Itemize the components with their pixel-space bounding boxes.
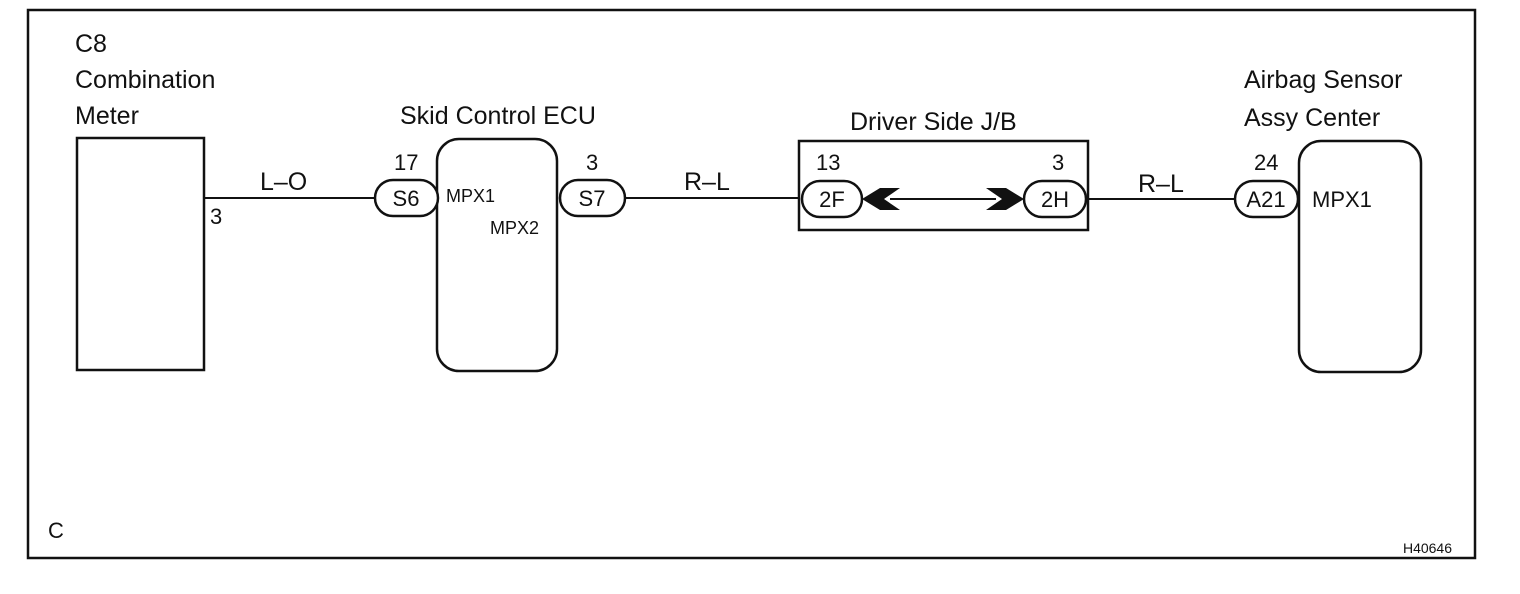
meter-name-line1: Combination xyxy=(75,66,215,94)
wire-3-color: R–L xyxy=(1138,170,1184,198)
airbag-name-line2: Assy Center xyxy=(1244,104,1380,132)
connector-arrow-left-icon xyxy=(862,188,900,210)
corner-label: C xyxy=(48,518,64,543)
s6-pin: 17 xyxy=(394,150,418,175)
2h-pin: 3 xyxy=(1052,150,1064,175)
airbag-name-line1: Airbag Sensor xyxy=(1244,66,1402,94)
ecu-terminal-mpx1: MPX1 xyxy=(446,186,495,206)
skid-ecu-name: Skid Control ECU xyxy=(400,102,596,130)
connector-s6 xyxy=(373,178,440,218)
figure-code: H40646 xyxy=(1403,540,1452,556)
connector-a21-label: A21 xyxy=(1246,187,1285,212)
connector-2h-label: 2H xyxy=(1041,187,1069,212)
meter-pin: 3 xyxy=(210,204,222,229)
2f-pin: 13 xyxy=(816,150,840,175)
s7-pin: 3 xyxy=(586,150,598,175)
connector-s6-label: S6 xyxy=(393,186,420,211)
skid-control-ecu-box xyxy=(435,137,559,373)
wire-2-color: R–L xyxy=(684,168,730,196)
connector-s7-label: S7 xyxy=(579,186,606,211)
jb-name: Driver Side J/B xyxy=(850,108,1017,136)
connector-2h xyxy=(1022,179,1088,219)
combination-meter-box xyxy=(75,136,206,372)
connector-a21 xyxy=(1233,179,1300,219)
airbag-terminal-mpx1: MPX1 xyxy=(1312,187,1372,212)
meter-name-line2: Meter xyxy=(75,102,139,130)
a21-pin: 24 xyxy=(1254,150,1278,175)
driver-side-jb-box xyxy=(797,139,1090,232)
airbag-sensor-box xyxy=(1297,139,1423,374)
connector-arrow-right-icon xyxy=(986,188,1024,210)
ecu-terminal-mpx2: MPX2 xyxy=(490,218,539,238)
diagram-frame xyxy=(26,8,1477,560)
connector-2f-label: 2F xyxy=(819,187,845,212)
wire-1-color: L–O xyxy=(260,168,307,196)
meter-id: C8 xyxy=(75,30,107,58)
